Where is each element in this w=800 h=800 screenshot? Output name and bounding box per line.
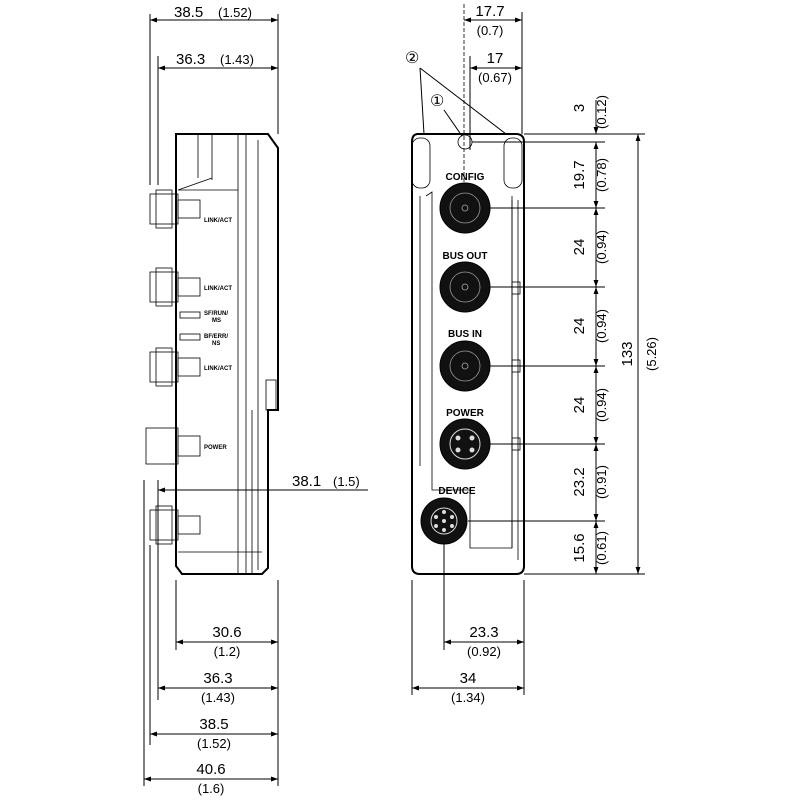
dim-inch: (1.2) (214, 644, 241, 659)
callout-leader (443, 109, 463, 137)
callout-1: ① (430, 93, 444, 110)
side-connector (149, 267, 201, 307)
led-label: MS (212, 318, 221, 324)
dim-value: 34 (460, 670, 477, 687)
dim-value: 38.5 (174, 4, 203, 21)
dim-inch: (1.52) (218, 5, 252, 20)
power-port (439, 418, 491, 470)
bus-out-port (439, 261, 491, 313)
dim-value: 17.7 (475, 3, 504, 20)
dim-inch: (1.43) (201, 690, 235, 705)
right-dim-0: 3 (0.12) (571, 95, 609, 129)
port-label-bus-out: BUS OUT (443, 251, 488, 262)
right-dim-5: 23.2 (0.91) (571, 465, 609, 499)
side-view-dimensions (143, 14, 368, 786)
dim-value: 133 (619, 341, 636, 366)
dim-value: 24 (571, 397, 588, 414)
right-dim-1: 19.7 (0.78) (571, 158, 609, 192)
dim-inch: (0.94) (594, 388, 609, 422)
port-label-power: POWER (446, 408, 485, 419)
dim-value: 17 (487, 50, 504, 67)
device-port (420, 497, 468, 545)
dim-value: 19.7 (571, 160, 588, 189)
dim-value: 40.6 (196, 761, 225, 778)
dim-value: 38.1 (292, 473, 321, 490)
dim-value: 15.6 (571, 533, 588, 562)
dim-inch: (0.91) (594, 465, 609, 499)
dim-inch: (0.94) (594, 309, 609, 343)
callout-2: ② (405, 50, 419, 67)
dim-value: 3 (571, 104, 588, 112)
right-dim-2: 24 (0.94) (571, 230, 609, 264)
dim-inch: (1.5) (333, 474, 360, 489)
bus-in-port (439, 340, 491, 392)
dim-value: 38.5 (199, 716, 228, 733)
dim-inch: (0.94) (594, 230, 609, 264)
side-connector (149, 189, 201, 229)
led-label: LINK/ACT (204, 286, 232, 292)
dim-inch: (1.52) (197, 736, 231, 751)
front-housing-outline (411, 133, 525, 575)
led-label: LINK/ACT (204, 366, 232, 372)
dim-inch: (0.78) (594, 158, 609, 192)
dim-value: 23.3 (469, 624, 498, 641)
front-tab (511, 281, 521, 295)
mounting-slot (503, 137, 523, 189)
front-view: CONFIG BUS OUT BUS IN POWER DEVICE ② ① (405, 4, 525, 575)
led-label: POWER (204, 445, 227, 451)
dim-inch: (1.34) (451, 690, 485, 705)
right-dim-6: 15.6 (0.61) (571, 531, 609, 565)
side-view: LINK/ACT LINK/ACT SF/RUN/ MS BF/ERR/ NS … (145, 133, 279, 575)
led-label: LINK/ACT (204, 218, 232, 224)
side-housing-outline (175, 133, 279, 575)
led-indicator (179, 311, 201, 319)
port-label-bus-in: BUS IN (448, 329, 482, 340)
led-label: NS (212, 341, 220, 347)
dim-inch: (1.43) (220, 52, 254, 67)
dim-inch: (5.26) (644, 337, 659, 371)
right-dim-4: 24 (0.94) (571, 388, 609, 422)
led-indicator (179, 333, 201, 341)
config-port (439, 182, 491, 234)
mounting-slot (411, 137, 431, 189)
dim-inch: (0.61) (594, 531, 609, 565)
side-connector (149, 505, 201, 545)
led-label: BF/ERR/ (204, 334, 228, 340)
dim-value: 23.2 (571, 467, 588, 496)
dim-inch: (0.67) (478, 70, 512, 85)
front-view-dimensions (411, 12, 645, 695)
side-connector (149, 347, 201, 387)
dim-value: 30.6 (212, 624, 241, 641)
total-height-dim: 133 (5.26) (619, 337, 659, 371)
dim-value: 36.3 (203, 670, 232, 687)
led-label: SF/RUN/ (204, 311, 228, 317)
dim-value: 24 (571, 239, 588, 256)
right-dim-3: 24 (0.94) (571, 309, 609, 343)
side-latch (265, 379, 277, 411)
dim-inch: (0.92) (467, 644, 501, 659)
dim-inch: (0.12) (594, 95, 609, 129)
side-connector (145, 427, 201, 465)
port-label-config: CONFIG (446, 172, 485, 183)
side-inner-line (177, 177, 213, 191)
callout-leader (419, 67, 507, 135)
port-label-device: DEVICE (438, 486, 476, 497)
dim-value: 36.3 (176, 51, 205, 68)
dim-value: 24 (571, 318, 588, 335)
dim-inch: (0.7) (477, 23, 504, 38)
dim-inch: (1.6) (198, 781, 225, 796)
callout-leader (419, 67, 425, 135)
